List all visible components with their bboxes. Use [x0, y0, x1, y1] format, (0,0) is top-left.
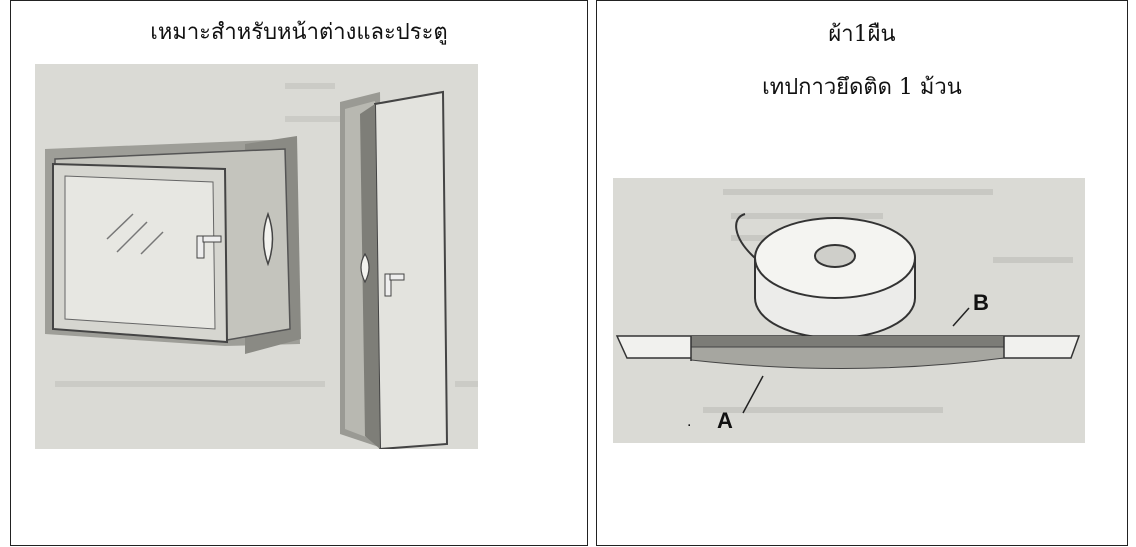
right-caption-line1: ผ้า1ผืน: [828, 22, 896, 47]
window-door-photo: [35, 64, 478, 449]
label-a: A: [717, 408, 733, 433]
left-caption: เหมาะสำหรับหน้าต่างและประตู: [150, 20, 448, 45]
svg-text:.: .: [687, 413, 691, 430]
window-and-door-illustration-icon: [45, 83, 478, 449]
adhesive-tape-roll-illustration-icon: . B A: [615, 189, 1081, 433]
right-caption-line2: เทปกาวยึดติด 1 ม้วน: [762, 75, 962, 100]
left-cell: เหมาะสำหรับหน้าต่างและประตู: [10, 0, 588, 546]
tape-photo: . B A: [613, 178, 1085, 443]
right-cell: ผ้า1ผืน เทปกาวยึดติด 1 ม้วน: [596, 0, 1128, 546]
label-b: B: [973, 290, 989, 315]
